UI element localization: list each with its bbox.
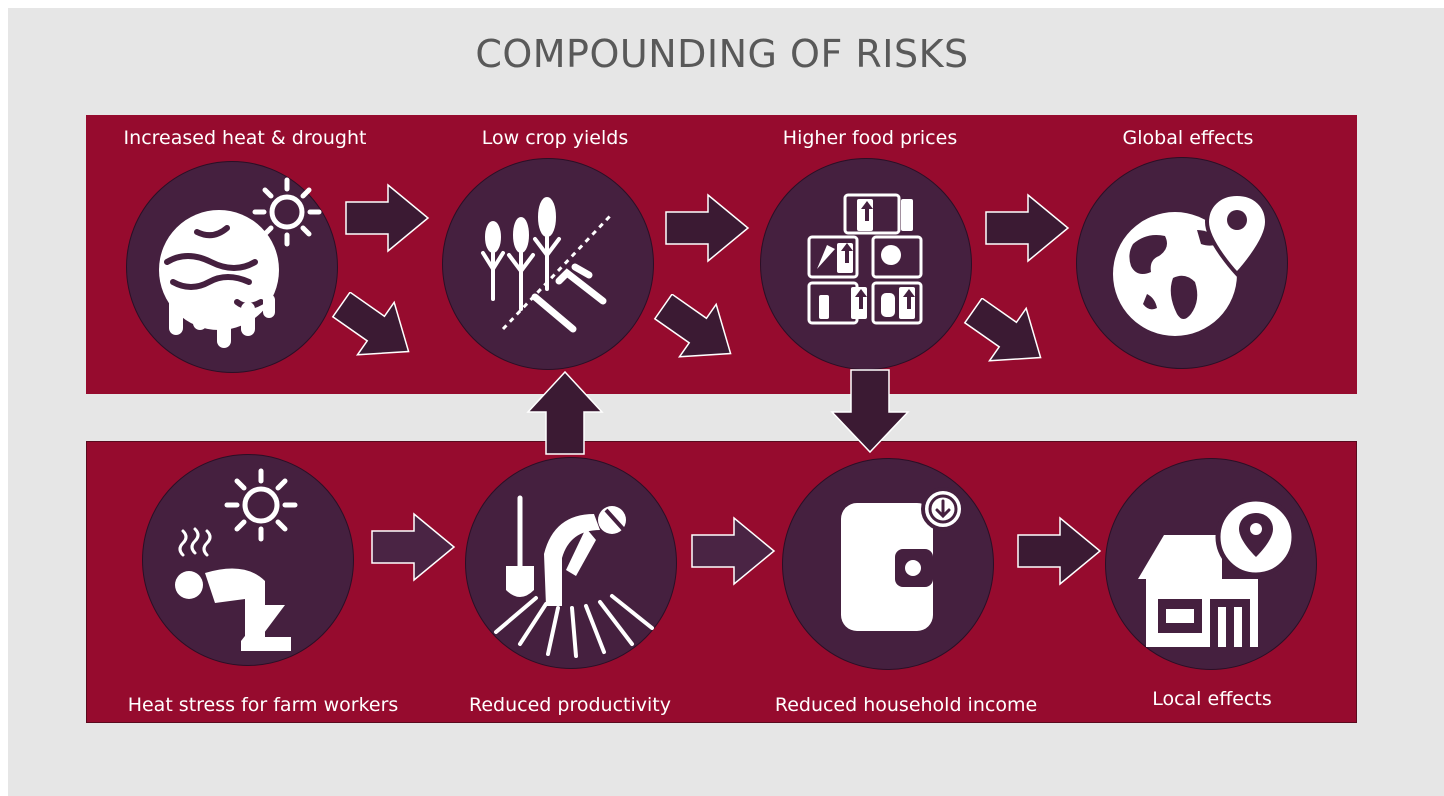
- node-low-crop-yields: [442, 158, 654, 370]
- label-heat-stress-farm-workers: Heat stress for farm workers: [127, 694, 399, 716]
- melting-globe-sun-icon: [159, 177, 322, 348]
- node-reduced-productivity: [465, 457, 677, 669]
- label-reduced-productivity: Reduced productivity: [469, 694, 671, 716]
- house-location-icon: [1138, 496, 1297, 647]
- arrow-productivity-up: [526, 370, 604, 455]
- label-higher-food-prices: Higher food prices: [782, 127, 958, 149]
- arrow-stress-to-productivity: [371, 512, 456, 582]
- node-reduced-household-income: [782, 458, 994, 670]
- wallet-down-icon: [841, 487, 965, 631]
- label-reduced-household-income: Reduced household income: [774, 694, 1038, 716]
- heat-stressed-person-icon: [175, 468, 298, 651]
- label-low-crop-yields: Low crop yields: [481, 127, 629, 149]
- node-heat-stress-farm-workers: [142, 454, 354, 666]
- node-local-effects: [1105, 458, 1317, 670]
- price-tags-icon: [807, 193, 923, 325]
- arrow-yields-to-prices: [665, 193, 750, 263]
- arrow-prices-to-global: [985, 193, 1070, 263]
- arrow-heat-to-yields: [345, 183, 430, 253]
- farm-worker-shovel-icon: [494, 495, 654, 658]
- node-increased-heat-drought: [126, 161, 338, 373]
- node-higher-food-prices: [760, 158, 972, 370]
- arrow-yields-diagonal: [653, 294, 732, 358]
- arrow-heat-diagonal: [331, 292, 410, 356]
- node-global-effects: [1076, 157, 1288, 369]
- page-title: COMPOUNDING OF RISKS: [475, 32, 969, 76]
- arrow-prices-diagonal: [963, 298, 1042, 362]
- label-local-effects: Local effects: [1152, 688, 1272, 710]
- label-global-effects: Global effects: [1122, 127, 1254, 149]
- globe-location-icon: [1113, 191, 1270, 336]
- label-increased-heat-drought: Increased heat & drought: [123, 127, 367, 149]
- wheat-crop-icon: [481, 197, 613, 333]
- arrow-productivity-to-income: [691, 516, 776, 586]
- arrow-prices-down: [830, 369, 910, 454]
- arrow-income-to-local: [1017, 516, 1102, 586]
